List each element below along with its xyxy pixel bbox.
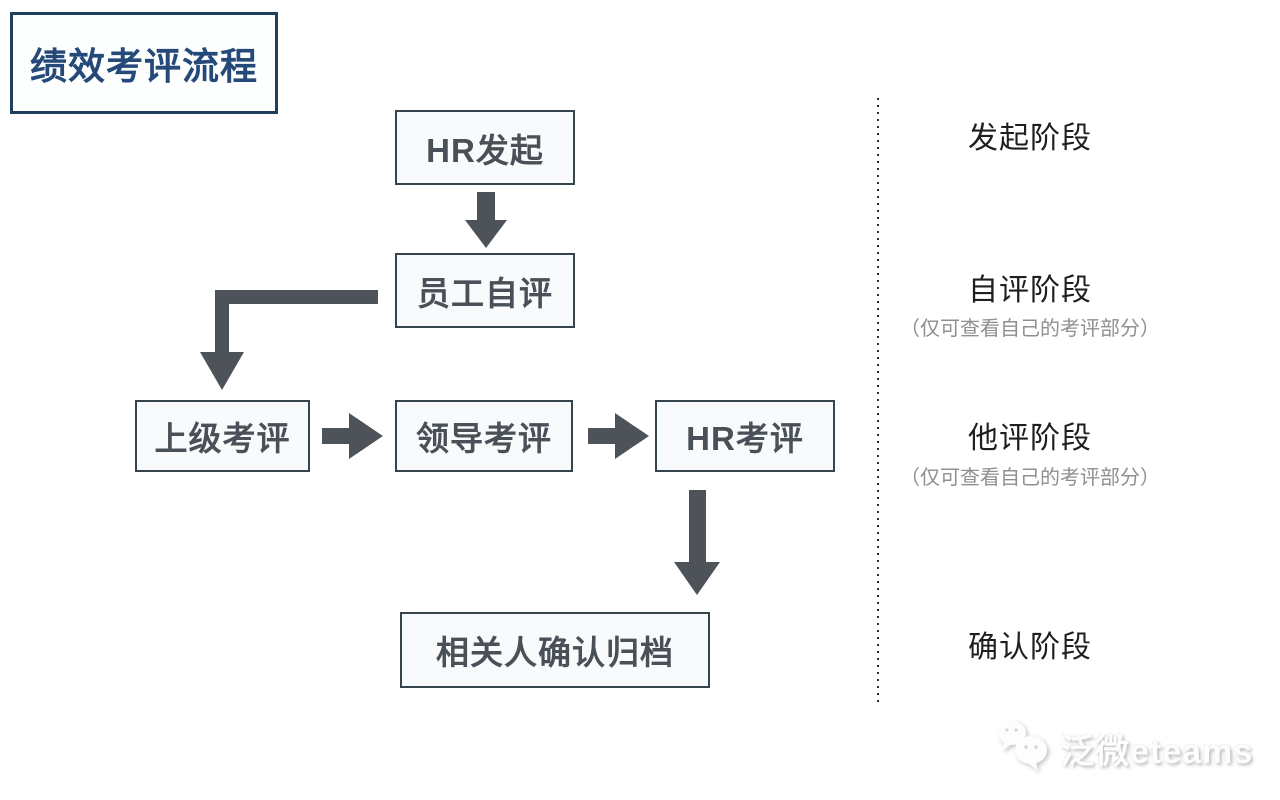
diagram-title: 绩效考评流程 (30, 46, 258, 87)
arrow-hr-eval-to-confirm-archive (689, 490, 706, 563)
flow-node-label: 上级考评 (154, 420, 291, 457)
flow-node-hr-eval: HR考评 (655, 400, 835, 472)
flow-node-label: 相关人确认归档 (436, 634, 674, 671)
arrow-down-icon (674, 562, 720, 595)
arrow-right-icon (349, 413, 383, 459)
arrow-down-icon (465, 220, 507, 248)
flow-node-label: 领导考评 (416, 420, 552, 457)
flow-node-self-eval: 员工自评 (395, 253, 575, 328)
brand-watermark-text: 泛微eteams (1060, 733, 1254, 771)
arrow-superior-eval-to-leader-eval (322, 428, 350, 444)
arrow-leader-eval-to-hr-eval (588, 428, 616, 444)
flow-node-label: HR发起 (426, 131, 544, 169)
arrow-down-icon (200, 352, 244, 390)
stage-label-peer-review: 他评阶段 (968, 422, 1092, 455)
flow-node-label: 员工自评 (417, 274, 553, 312)
stage-label-initiate: 发起阶段 (968, 122, 1092, 155)
stage-divider-dotted-line (877, 98, 879, 705)
arrow-hr-start-to-self-eval (477, 192, 495, 222)
flow-node-superior-eval: 上级考评 (135, 400, 310, 472)
flow-node-confirm-archive: 相关人确认归档 (400, 612, 710, 688)
stage-note-self-review: （仅可查看自己的考评部分） (900, 318, 1160, 340)
flow-node-hr-start: HR发起 (395, 110, 575, 185)
flow-node-label: HR考评 (686, 420, 804, 457)
diagram-title-box: 绩效考评流程 (10, 12, 278, 114)
stage-label-self-review: 自评阶段 (968, 274, 1092, 307)
arrow-self-eval-to-superior-eval (215, 290, 229, 352)
brand-watermark: 泛微eteams (992, 716, 1253, 781)
chat-bubbles-logo-icon (992, 716, 1054, 781)
stage-label-confirm: 确认阶段 (968, 631, 1092, 664)
stage-note-peer-review: （仅可查看自己的考评部分） (900, 467, 1160, 489)
arrow-right-icon (615, 413, 649, 459)
flow-node-leader-eval: 领导考评 (395, 400, 573, 472)
arrow-self-eval-to-superior-eval (215, 290, 378, 304)
